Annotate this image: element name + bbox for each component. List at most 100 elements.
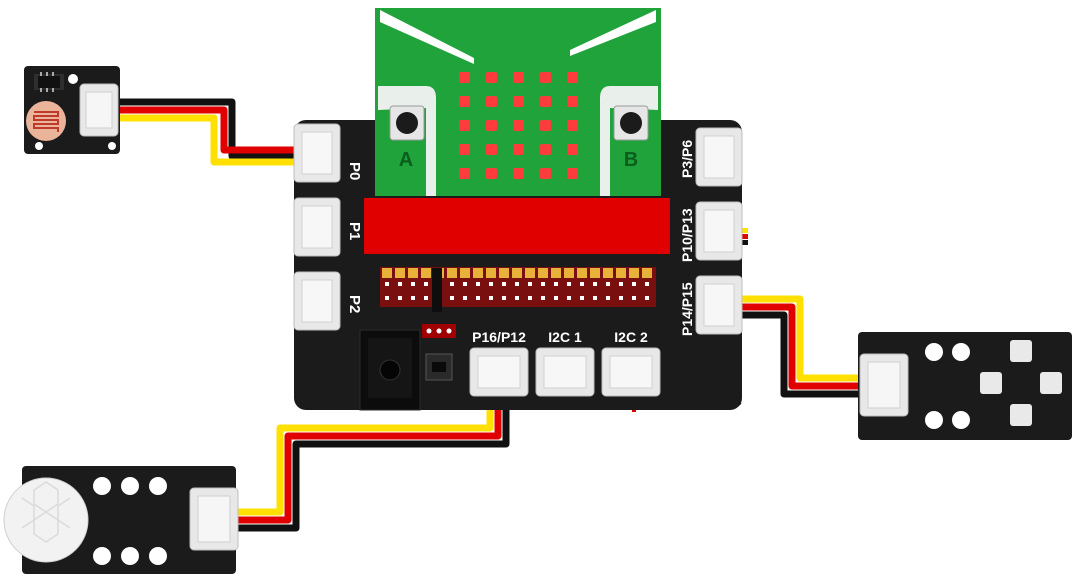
header-pin	[411, 296, 415, 300]
header-pin	[398, 282, 402, 286]
header-pin	[515, 296, 519, 300]
red-strip	[364, 198, 670, 254]
header-pin	[395, 268, 405, 278]
header-pin	[463, 282, 467, 286]
port-p0-label: P0	[346, 162, 363, 180]
header-pins	[380, 267, 656, 312]
header-pin	[512, 268, 522, 278]
led-pixel	[540, 72, 551, 83]
jumper-cap	[432, 268, 442, 312]
port-p10-p13-connector[interactable]	[695, 201, 743, 261]
header-pin	[580, 282, 584, 286]
power-switch[interactable]	[425, 353, 453, 381]
led-pixel	[513, 120, 524, 131]
led-pixel	[513, 168, 524, 179]
led-pixel	[540, 120, 551, 131]
header-pin	[645, 282, 649, 286]
port-i2c2-label: I2C 2	[614, 329, 648, 345]
port-p1-label: P1	[346, 222, 363, 240]
expansion-board: P0 P1 P2 P3/P6 P10/P13 P14/P15	[293, 120, 743, 411]
header-pin	[541, 282, 545, 286]
header-pin	[411, 282, 415, 286]
header-pin	[564, 268, 574, 278]
header-pin	[473, 268, 483, 278]
header-pin	[515, 282, 519, 286]
pir-sensor-module	[3, 466, 239, 574]
header-pin	[502, 296, 506, 300]
direction-pad-icon	[980, 340, 1062, 426]
port-i2c1-label: I2C 1	[548, 329, 582, 345]
header-pin	[476, 296, 480, 300]
led-pixel	[459, 96, 470, 107]
led-pixel	[486, 120, 497, 131]
header-pin	[603, 268, 613, 278]
header-pin	[421, 268, 431, 278]
port-i2c2-connector[interactable]	[601, 347, 661, 397]
header-pin	[567, 296, 571, 300]
led-matrix	[459, 72, 578, 179]
header-pin	[525, 268, 535, 278]
header-pin	[528, 282, 532, 286]
led-pixel	[486, 96, 497, 107]
header-pin	[528, 296, 532, 300]
port-p14-p15-connector[interactable]	[695, 275, 743, 335]
header-pin	[489, 282, 493, 286]
led-pixel	[459, 168, 470, 179]
header-pin	[385, 296, 389, 300]
button-a-label: A	[399, 149, 413, 171]
led-pixel	[567, 120, 578, 131]
led-pixel	[459, 72, 470, 83]
header-pin	[590, 268, 600, 278]
header-pin	[476, 282, 480, 286]
port-p16-p12-connector[interactable]	[469, 347, 529, 397]
wire-p14-to-joystick	[742, 295, 862, 398]
header-pin	[382, 268, 392, 278]
chip-icon	[38, 72, 60, 92]
wire-p16-to-pir-sensor	[238, 396, 510, 532]
led-pixel	[540, 96, 551, 107]
header-pin	[486, 268, 496, 278]
port-p16-p12-label: P16/P12	[472, 329, 526, 345]
header-pin	[398, 296, 402, 300]
button-a[interactable]	[389, 105, 425, 141]
led-pixel	[567, 72, 578, 83]
port-p2-connector[interactable]	[293, 271, 341, 331]
dc-power-jack	[359, 329, 421, 411]
led-pixel	[513, 96, 524, 107]
header-pin	[554, 282, 558, 286]
led-pixel	[459, 120, 470, 131]
red-pin-group	[422, 324, 456, 338]
header-pin	[385, 282, 389, 286]
header-pin	[463, 296, 467, 300]
button-b-label: B	[624, 149, 638, 171]
header-pin	[424, 282, 428, 286]
light-sensor-module	[24, 66, 120, 154]
header-pin	[645, 296, 649, 300]
header-pin	[593, 282, 597, 286]
led-pixel	[513, 72, 524, 83]
port-i2c1-connector[interactable]	[535, 347, 595, 397]
led-pixel	[486, 168, 497, 179]
wire-stubs-p10	[740, 228, 748, 245]
header-pin	[619, 296, 623, 300]
header-pin	[499, 268, 509, 278]
header-pin	[554, 296, 558, 300]
header-pin	[619, 282, 623, 286]
header-pin	[551, 268, 561, 278]
port-p0-connector[interactable]	[293, 123, 341, 183]
header-pin	[580, 296, 584, 300]
header-pin	[489, 296, 493, 300]
microbit-board: A B	[375, 8, 661, 196]
led-pixel	[540, 144, 551, 155]
button-b[interactable]	[613, 105, 649, 141]
joystick-module	[858, 332, 1072, 440]
port-p3-p6-connector[interactable]	[695, 127, 743, 187]
wire-light-sensor-to-p0	[114, 98, 304, 166]
port-p14-p15-label: P14/P15	[679, 282, 695, 336]
pir-dome-icon	[3, 477, 89, 563]
header-pin	[450, 296, 454, 300]
port-p1-connector[interactable]	[293, 197, 341, 257]
port-p10-p13-label: P10/P13	[679, 208, 695, 262]
port-p3-p6-label: P3/P6	[679, 140, 695, 178]
